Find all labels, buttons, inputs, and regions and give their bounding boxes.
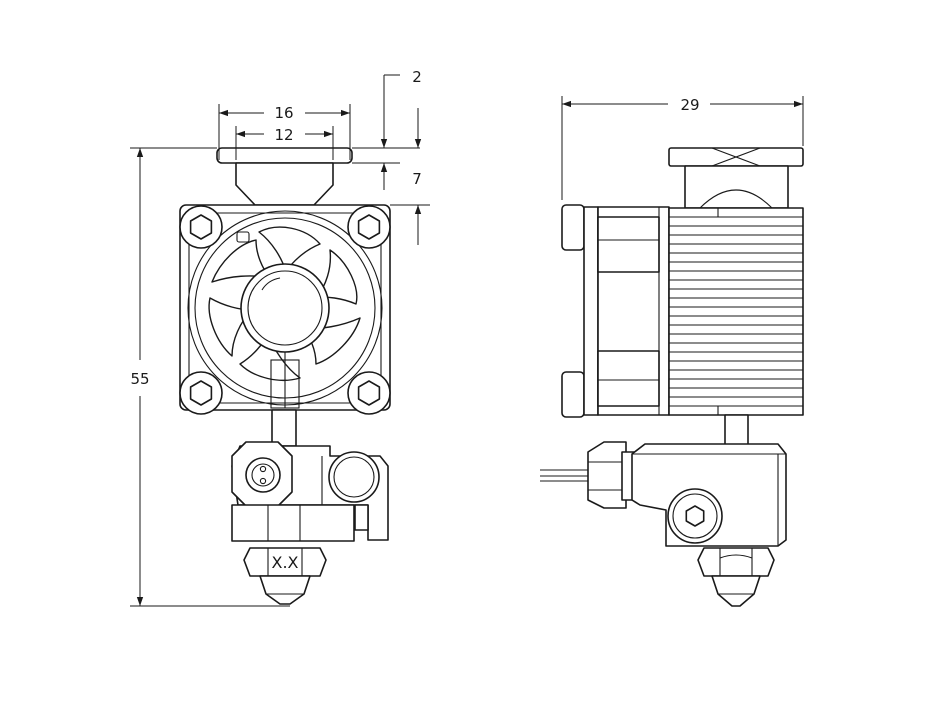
side-nozzle <box>697 547 775 607</box>
neck <box>216 147 353 206</box>
dimension-29: 29 <box>680 96 699 114</box>
dimension-2: 2 <box>412 68 422 86</box>
heater-block <box>231 441 389 542</box>
screw-bottom-right <box>347 371 391 415</box>
side-connector <box>540 441 635 509</box>
side-heater-block <box>631 443 787 547</box>
dimension-16: 16 <box>274 104 293 122</box>
dimension-55: 55 <box>130 370 149 388</box>
dimension-lines-side <box>561 96 804 200</box>
side-heatsink <box>668 207 804 416</box>
side-top-cap <box>668 147 804 209</box>
side-heat-break <box>724 414 749 446</box>
screw-bottom-left <box>179 371 223 415</box>
nozzle-size-label: X.X <box>271 553 298 572</box>
screw-top-right <box>347 205 391 249</box>
screw-top-left <box>179 205 223 249</box>
front-view: X.X <box>130 68 430 607</box>
nozzle: X.X <box>243 547 327 605</box>
dimension-12: 12 <box>274 126 293 144</box>
dimension-7: 7 <box>412 170 422 188</box>
fan-assembly <box>179 204 391 415</box>
side-fan <box>561 204 670 418</box>
side-view: 29 <box>540 96 804 607</box>
heat-break <box>271 409 297 447</box>
dimension-lines-front <box>130 74 430 607</box>
